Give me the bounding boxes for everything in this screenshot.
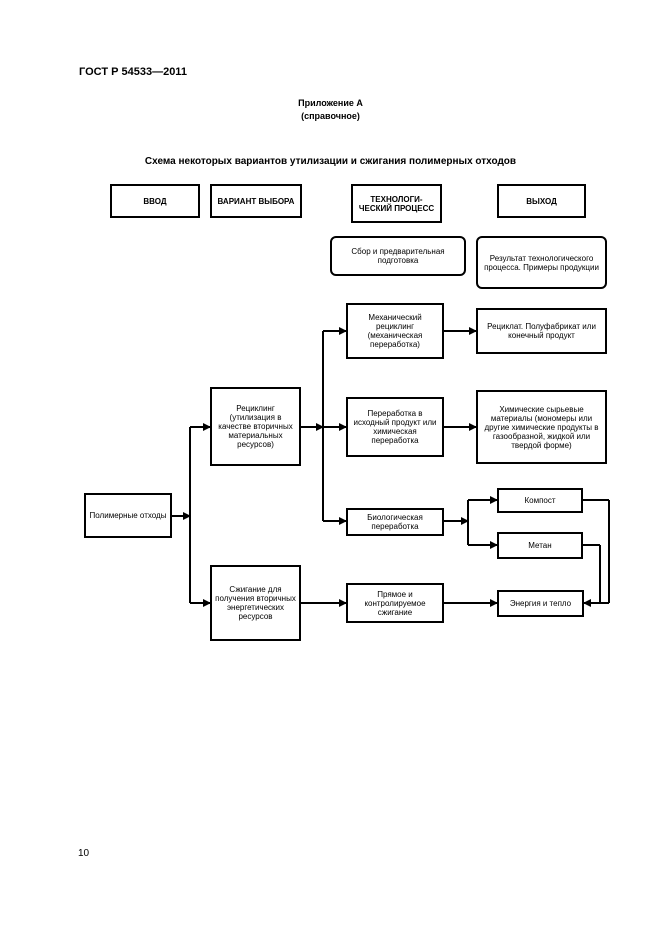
mechanical-recycling-box: Механический рециклинг (механическая пер… (346, 303, 444, 359)
column-header-process: ТЕХНОЛОГИ-ЧЕСКИЙ ПРОЦЕСС (351, 184, 442, 223)
biological-processing-box: Биологическая переработка (346, 508, 444, 536)
recyclate-box: Рециклат. Полуфабрикат или конечный прод… (476, 308, 607, 354)
page-number: 10 (78, 848, 90, 859)
methane-box: Метан (497, 532, 583, 559)
appendix-label: Приложение А (298, 98, 363, 108)
chemical-processing-box: Переработка в исходный продукт или химич… (346, 397, 444, 457)
direct-burning-box: Прямое и контролируемое сжигание (346, 583, 444, 623)
appendix-caption: Приложение А (справочное) (0, 97, 661, 123)
incineration-box: Сжигание для получения вторичных энергет… (210, 565, 301, 641)
collection-subheader: Сбор и предварительная подготовка (330, 236, 466, 276)
recycling-box: Рециклинг (утилизация в качестве вторичн… (210, 387, 301, 466)
column-header-option: ВАРИАНТ ВЫБОРА (210, 184, 302, 218)
appendix-note: (справочное) (301, 111, 360, 121)
chemical-raw-materials-box: Химические сырьевые материалы (мономеры … (476, 390, 607, 464)
compost-box: Компост (497, 488, 583, 513)
document-header: ГОСТ Р 54533—2011 (79, 66, 187, 78)
column-header-input: ВВОД (110, 184, 200, 218)
column-header-output: ВЫХОД (497, 184, 586, 218)
energy-heat-box: Энергия и тепло (497, 590, 584, 617)
result-subheader: Результат технологического процесса. При… (476, 236, 607, 289)
scheme-title: Схема некоторых вариантов утилизации и с… (144, 156, 517, 167)
polymer-waste-box: Полимерные отходы (84, 493, 172, 538)
